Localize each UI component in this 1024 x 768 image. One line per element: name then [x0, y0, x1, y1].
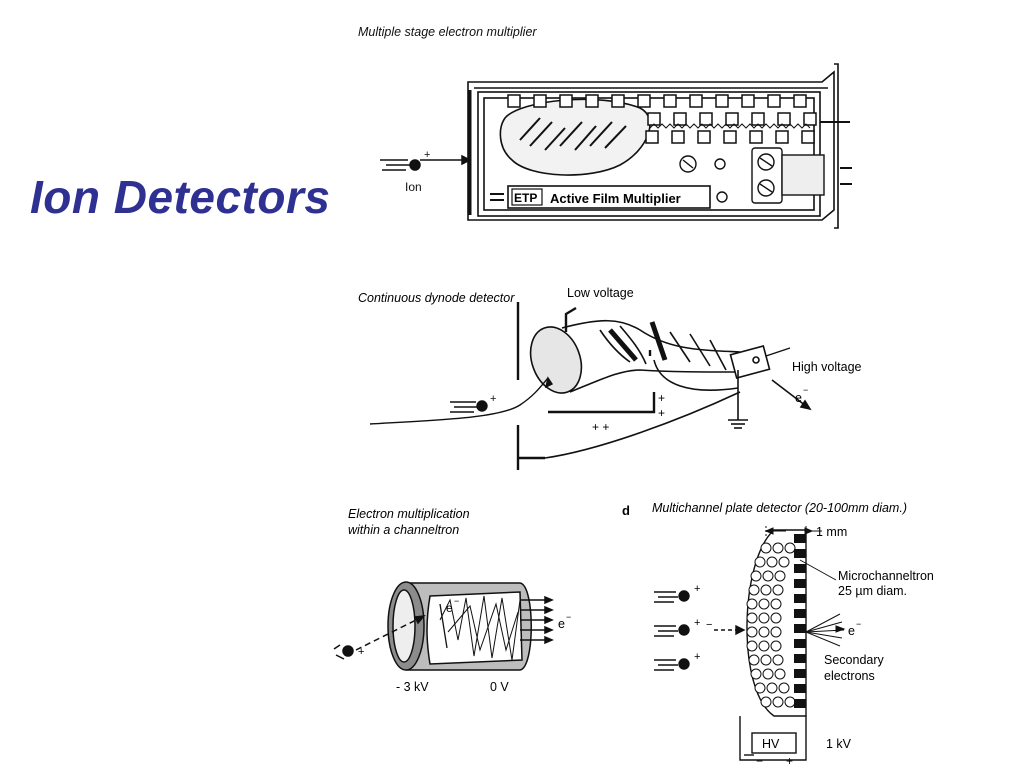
one-mm-label: 1 mm	[816, 525, 847, 539]
channeltron-electron-out-sup: −	[566, 612, 571, 622]
hv-plus: +	[786, 754, 793, 768]
dynode-row-bottom	[645, 130, 815, 144]
mcp-ion-charge-3: +	[694, 651, 700, 663]
mcp-panel-letter: d	[622, 503, 630, 518]
microchanneltron-label: Microchanneltron	[838, 569, 934, 583]
minus-3kv-label: - 3 kV	[396, 680, 429, 694]
continuous-detector	[516, 302, 812, 470]
mcp-ion-charge-1: +	[694, 583, 700, 595]
multistage-ion-label: Ion	[405, 180, 422, 194]
plus-label-a: +	[658, 391, 665, 405]
continuous-ion-charge: +	[490, 393, 496, 405]
channeltron-ion-charge: +	[358, 646, 364, 658]
microchannel-diameter-label: 25 µm diam.	[838, 584, 907, 598]
hv-circuit	[739, 716, 807, 761]
multistage-caption: Multiple stage electron multiplier	[358, 25, 537, 39]
hv-minus: −	[756, 754, 763, 768]
mcp-channels	[746, 542, 796, 708]
hv-label: HV	[762, 737, 780, 751]
mcp-stripes	[794, 534, 806, 708]
multistage-ion-beam: +	[380, 149, 472, 171]
mcp-incoming-ions	[654, 590, 746, 671]
channeltron-electron-out: e	[558, 617, 565, 631]
low-voltage-label: Low voltage	[567, 286, 634, 300]
channeltron-caption-2: within a channeltron	[348, 523, 459, 537]
product-name: Active Film Multiplier	[550, 191, 681, 206]
secondary-label: Secondary	[824, 653, 885, 667]
plus-label-b: +	[658, 406, 665, 420]
secondary-electrons-label: electrons	[824, 669, 875, 683]
channeltron-caption-1: Electron multiplication	[348, 507, 470, 521]
multistage-ion-charge: +	[424, 149, 430, 161]
brand-logo: ETP	[514, 191, 537, 205]
continuous-ion-beam: +	[369, 376, 554, 425]
continuous-electron-label: e	[795, 391, 802, 405]
plus-plus-label: + +	[592, 420, 609, 434]
product-plate: ETP Active Film Multiplier	[490, 185, 711, 209]
zero-v-label: 0 V	[490, 680, 509, 694]
one-kv-label: 1 kV	[826, 737, 852, 751]
mcp-dimension	[764, 526, 822, 536]
cutaway-dynodes	[519, 117, 627, 151]
mcp-electron-sup: −	[856, 619, 861, 629]
mcp-plate	[746, 529, 807, 717]
dynode-row-mid	[647, 112, 817, 126]
mcp-caption: Multichannel plate detector (20-100mm di…	[652, 501, 907, 515]
resistor-chain	[649, 123, 811, 129]
high-voltage-label: High voltage	[792, 360, 862, 374]
dynode-row-top	[507, 94, 807, 108]
channeltron-electron-in: e	[446, 601, 453, 615]
secondary-electron-fan	[805, 613, 846, 647]
output-pins	[820, 121, 852, 185]
mcp-ion-minus: −	[706, 619, 712, 631]
continuous-electron-sup: −	[803, 385, 808, 395]
channeltron	[333, 581, 554, 671]
continuous-caption: Continuous dynode detector	[358, 291, 515, 305]
channeltron-electron-in-sup: −	[454, 596, 459, 606]
mcp-electron-label: e	[848, 624, 855, 638]
slide-title: Ion Detectors	[30, 171, 331, 223]
adjust-screws	[679, 147, 825, 204]
mcp-ion-charge-2: +	[694, 617, 700, 629]
